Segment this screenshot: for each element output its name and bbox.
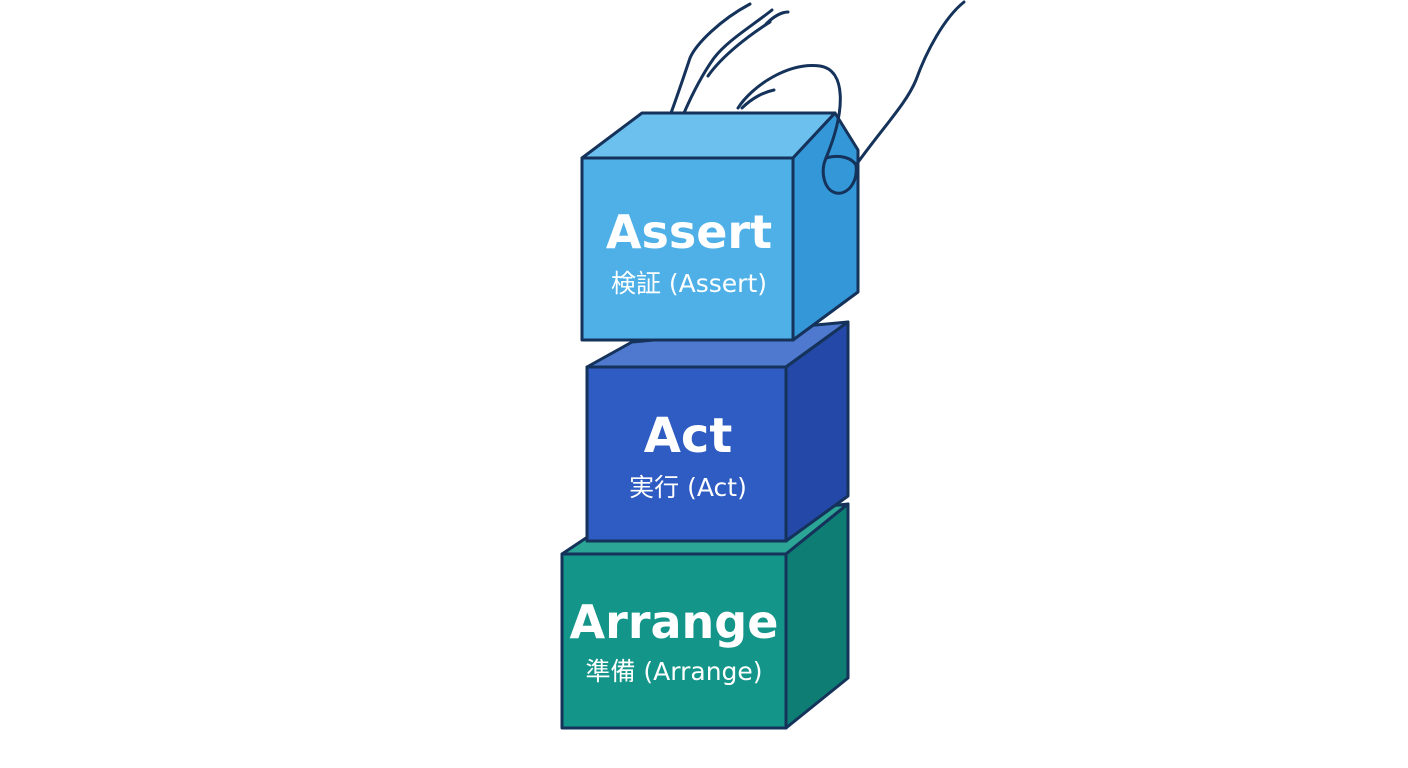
block-assert-subtitle: 検証 (Assert) <box>611 269 767 298</box>
block-assert-front-face <box>580 156 795 342</box>
hand-curl-finger-icon <box>736 64 842 160</box>
hand-fingertip-icon <box>740 88 776 110</box>
block-act-front-face <box>585 365 788 543</box>
block-act: Act 実行 (Act) <box>585 320 850 543</box>
hand-thumb-icon <box>821 154 858 195</box>
hand-finger-2-icon <box>682 8 774 115</box>
block-assert-title: Assert <box>606 205 772 259</box>
block-assert-top-face <box>580 111 837 160</box>
block-arrange-title: Arrange <box>570 595 779 649</box>
hand-outline-icon <box>854 0 966 167</box>
block-act-title: Act <box>644 408 733 464</box>
hand-finger-1-icon <box>669 2 752 115</box>
hand-placing-block-icon <box>669 0 966 195</box>
block-arrange-subtitle: 準備 (Arrange) <box>585 657 762 686</box>
hand-finger-3-icon <box>706 20 772 78</box>
hand-knuckle-icon <box>764 10 790 26</box>
block-assert: Assert 検証 (Assert) <box>580 111 860 342</box>
block-arrange-front-face <box>560 552 788 730</box>
block-assert-side-face <box>791 111 860 342</box>
block-act-subtitle: 実行 (Act) <box>629 473 747 502</box>
